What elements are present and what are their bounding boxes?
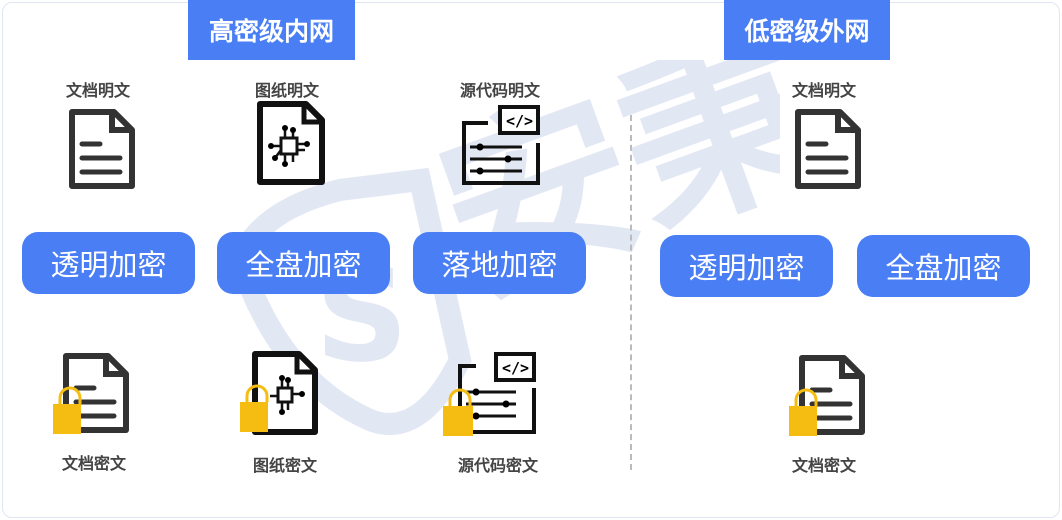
source-code-icon: </> (462, 105, 540, 185)
label-drawing-plain: 图纸明文 (254, 81, 319, 100)
landing-encryption-button[interactable]: 落地加密 (413, 232, 586, 294)
label-code-plain: 源代码明文 (459, 81, 540, 100)
full-disk-encryption-button[interactable]: 全盘加密 (217, 232, 390, 294)
label-drawing-cipher: 图纸密文 (252, 456, 317, 475)
encrypted-document-icon (789, 355, 865, 436)
encrypted-document-icon (53, 353, 129, 434)
label-doc-cipher-low: 文档密文 (791, 456, 856, 475)
label-doc-cipher: 文档密文 (61, 454, 126, 473)
transparent-encryption-button-low[interactable]: 透明加密 (660, 235, 833, 297)
divider (630, 115, 632, 470)
label-doc-plain-low: 文档明文 (791, 81, 856, 100)
document-icon (69, 109, 135, 189)
section-header-low: 低密级外网 (724, 0, 890, 60)
encrypted-drawing-icon (240, 351, 318, 435)
transparent-encryption-button[interactable]: 透明加密 (22, 232, 195, 294)
svg-text:</>: </> (502, 359, 529, 377)
document-icon (795, 109, 861, 189)
svg-text:</>: </> (506, 112, 533, 130)
label-doc-plain: 文档明文 (65, 81, 130, 100)
full-disk-encryption-button-low[interactable]: 全盘加密 (857, 235, 1030, 297)
label-code-cipher: 源代码密文 (457, 456, 538, 475)
encrypted-source-code-icon: </> (443, 352, 536, 436)
drawing-chip-icon (257, 101, 325, 185)
section-header-high: 高密级内网 (188, 0, 355, 60)
